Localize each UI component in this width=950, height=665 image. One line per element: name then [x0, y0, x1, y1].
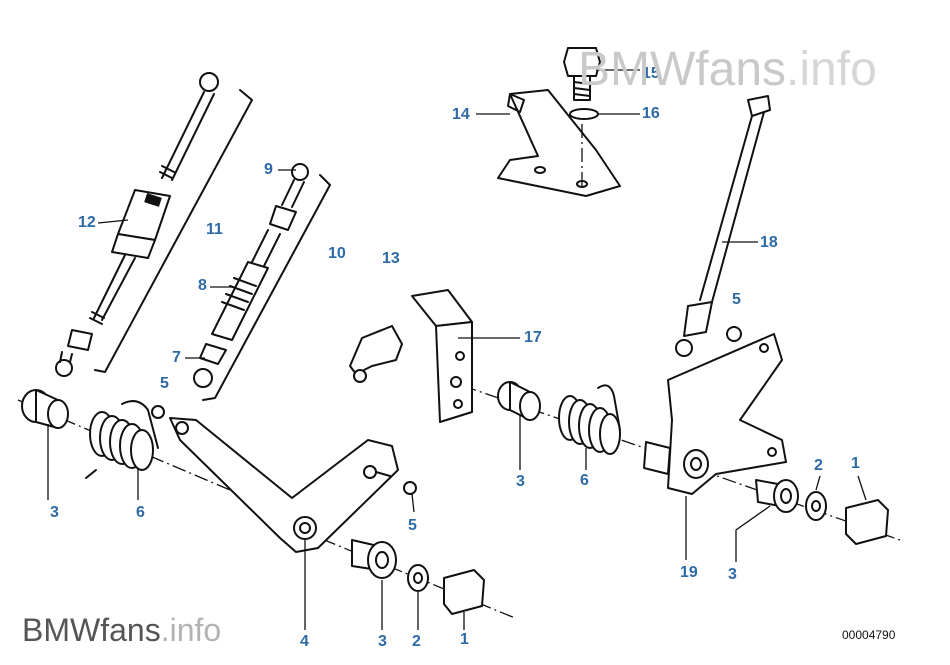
- watermark-suffix-top: .info: [786, 43, 877, 96]
- callout-11: 11: [206, 221, 223, 238]
- clip-5-right: [726, 326, 742, 342]
- callout-3-lower: 3: [378, 633, 387, 650]
- callout-3-center: 3: [516, 473, 525, 490]
- callout-4: 4: [300, 633, 309, 650]
- washer-2-right: [805, 491, 827, 521]
- watermark-brand-top: BMWfans: [578, 43, 787, 96]
- plate-19: [643, 333, 787, 495]
- leader-5-left-bottom: [411, 493, 415, 513]
- clip-5-left-bottom: [403, 481, 417, 495]
- callout-19: 19: [680, 564, 698, 581]
- callout-3-right: 3: [728, 566, 737, 583]
- leader-3-right: [735, 505, 771, 562]
- washer-16: [569, 108, 599, 120]
- linkage-13: [349, 325, 403, 383]
- spring-6-left: [85, 400, 159, 479]
- leader-12: [97, 219, 129, 224]
- bushing-3-center: [497, 381, 541, 421]
- clip-5-left-top: [151, 405, 165, 419]
- callout-3-left: 3: [50, 504, 59, 521]
- diagram-number: 00004790: [842, 628, 896, 642]
- lever-4: [169, 417, 399, 553]
- washer-2-lower: [407, 564, 429, 592]
- leader-2-right: [815, 475, 821, 491]
- rod-assembly-10: [193, 163, 309, 388]
- callout-12: 12: [78, 214, 96, 231]
- callout-16: 16: [642, 105, 660, 122]
- retainer-1-right: [845, 499, 889, 545]
- bushing-3-left: [21, 389, 69, 429]
- callout-2-lower: 2: [412, 633, 421, 650]
- bracket-17: [411, 289, 473, 423]
- rod-18: [675, 95, 771, 357]
- bushing-3-lower: [351, 539, 397, 579]
- bracket-14: [497, 89, 621, 197]
- callout-13: 13: [382, 250, 400, 267]
- callout-14: 14: [452, 106, 470, 123]
- bushing-3-right: [755, 479, 799, 513]
- spring-6-right: [558, 384, 621, 455]
- retainer-1-lower: [443, 569, 485, 615]
- callout-10: 10: [328, 245, 346, 262]
- watermark-brand-bottom: BMWfans: [22, 612, 161, 648]
- callout-6-left: 6: [136, 504, 145, 521]
- pin-left: [363, 465, 391, 479]
- callout-1-right: 1: [851, 455, 860, 472]
- watermark-logo-top: BMWfans.info: [578, 46, 877, 94]
- callout-5-right: 5: [732, 291, 741, 308]
- bracket-line-10: [202, 174, 331, 401]
- watermark-suffix-bottom: .info: [160, 612, 222, 648]
- axis-line-right-upper: [439, 377, 666, 456]
- callout-9: 9: [264, 161, 273, 178]
- callout-7: 7: [172, 349, 181, 366]
- callout-5-left-top: 5: [160, 375, 169, 392]
- rod-assembly-11: [55, 72, 219, 377]
- callout-15: 15: [642, 65, 660, 82]
- callout-6-right: 6: [580, 472, 589, 489]
- bolt-15: [563, 47, 601, 101]
- leader-1-right: [857, 475, 867, 501]
- callout-5-left-bottom: 5: [408, 517, 417, 534]
- watermark-logo-bottom: BMWfans.info: [22, 614, 221, 646]
- callout-17: 17: [524, 329, 542, 346]
- bracket-line-11: [94, 89, 253, 373]
- callout-2-right: 2: [814, 457, 823, 474]
- callout-18: 18: [760, 234, 778, 251]
- callout-1-lower: 1: [460, 631, 469, 648]
- callout-8: 8: [198, 277, 207, 294]
